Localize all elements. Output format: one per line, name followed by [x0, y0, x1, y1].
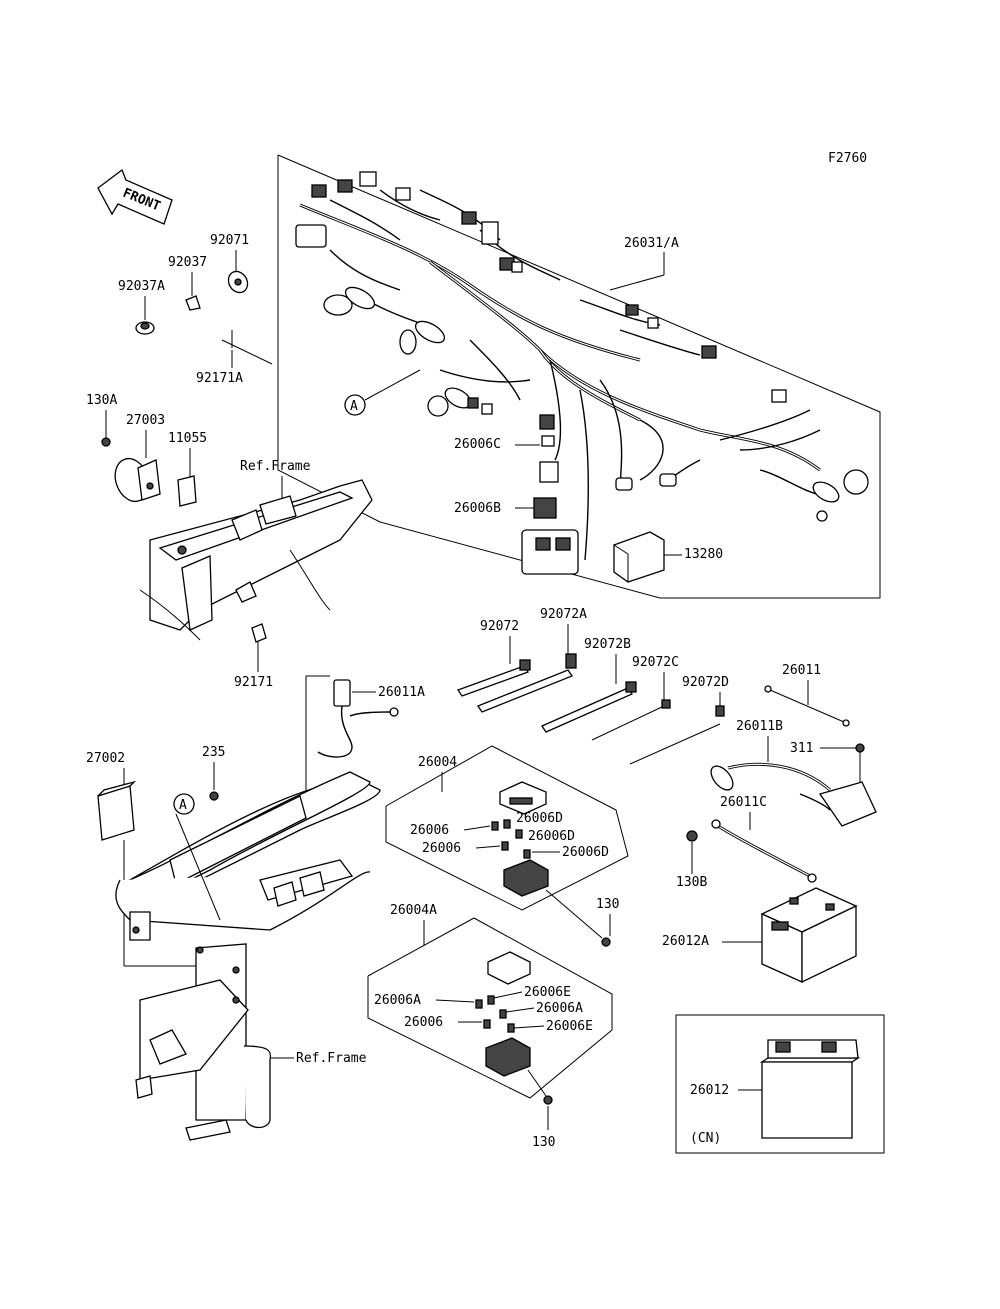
- fusebox-26004A-outline: [367, 917, 613, 1099]
- label-92171: 92171: [234, 675, 273, 690]
- label-26006E-2: 26006E: [546, 1019, 593, 1034]
- label-26006D-2: 26006D: [528, 829, 575, 844]
- callout-a-bottom-label: A: [179, 798, 187, 813]
- label-130-1: 130: [596, 897, 619, 912]
- label-92071: 92071: [210, 233, 249, 248]
- callout-a-bottom: [173, 793, 195, 815]
- label-26006A-2: 26006A: [536, 1001, 583, 1016]
- label-311: 311: [790, 741, 813, 756]
- label-26031A: 26031/A: [624, 236, 679, 251]
- label-26006E-1: 26006E: [524, 985, 571, 1000]
- label-27002: 27002: [86, 751, 125, 766]
- battery-26012A: [760, 887, 858, 984]
- label-92072A: 92072A: [540, 607, 587, 622]
- label-130-2: 130: [532, 1135, 555, 1150]
- rear-frame: [115, 771, 381, 1141]
- label-26006-2: 26006: [422, 841, 461, 856]
- label-26012: 26012: [690, 1083, 729, 1098]
- cable-26011B: [710, 762, 877, 827]
- front-arrow-icon: FRONT: [97, 168, 173, 225]
- cable-26011C: [711, 819, 817, 883]
- clamp-92037: [185, 295, 201, 311]
- bolt-130B: [686, 830, 698, 842]
- main-harness-group: [277, 154, 881, 599]
- label-92037: 92037: [168, 255, 207, 270]
- label-26006B: 26006B: [454, 501, 501, 516]
- label-26011B: 26011B: [736, 719, 783, 734]
- label-11055: 11055: [168, 431, 207, 446]
- label-ref-frame-bottom: Ref.Frame: [296, 1051, 367, 1066]
- bracket-92171A: [221, 330, 273, 365]
- label-13280: 13280: [684, 547, 723, 562]
- front-frame: [139, 479, 373, 643]
- label-26006-1: 26006: [410, 823, 449, 838]
- label-26006C: 26006C: [454, 437, 501, 452]
- label-26011C: 26011C: [720, 795, 767, 810]
- callout-a-top-label: A: [350, 399, 358, 414]
- label-92072C: 92072C: [632, 655, 679, 670]
- label-26011: 26011: [782, 663, 821, 678]
- label-26006D-1: 26006D: [516, 811, 563, 826]
- label-235: 235: [202, 745, 225, 760]
- label-26006D-3: 26006D: [562, 845, 609, 860]
- screw-235: [209, 791, 219, 801]
- label-92072B: 92072B: [584, 637, 631, 652]
- label-ref-frame-top: Ref.Frame: [240, 459, 311, 474]
- label-26006-3: 26006: [404, 1015, 443, 1030]
- label-26011A: 26011A: [378, 685, 425, 700]
- label-92171A: 92171A: [196, 371, 243, 386]
- label-92072: 92072: [480, 619, 519, 634]
- label-26012A: 26012A: [662, 934, 709, 949]
- tie-bands: [457, 653, 725, 765]
- bolt-130A: [101, 437, 111, 447]
- label-26006A-1: 26006A: [374, 993, 421, 1008]
- callout-a-top: [344, 394, 366, 416]
- label-130B: 130B: [676, 875, 707, 890]
- horn-27003: [114, 457, 161, 503]
- label-26004A: 26004A: [390, 903, 437, 918]
- label-92037A: 92037A: [118, 279, 165, 294]
- label-cn: (CN): [690, 1131, 721, 1146]
- relay-27002: [97, 780, 137, 841]
- label-92072D: 92072D: [682, 675, 729, 690]
- bolt-130-1: [601, 937, 611, 947]
- bracket-11055: [177, 475, 197, 507]
- battery-26012: [759, 1039, 861, 1139]
- label-130A: 130A: [86, 393, 117, 408]
- clamp-92071: [227, 270, 249, 294]
- clamp-92037A: [135, 321, 155, 335]
- fusebox-26004-outline: [385, 745, 629, 911]
- bolt-130-2: [543, 1095, 553, 1105]
- label-26004: 26004: [418, 755, 457, 770]
- figure-code: F2760: [828, 151, 867, 166]
- cn-variant-box: [675, 1014, 885, 1154]
- label-27003: 27003: [126, 413, 165, 428]
- fusebox-26004A: [475, 951, 531, 1077]
- fusebox-26004: [491, 781, 549, 897]
- nut-311: [855, 743, 865, 753]
- harness-26011A: [317, 679, 399, 758]
- cable-26011: [764, 685, 850, 727]
